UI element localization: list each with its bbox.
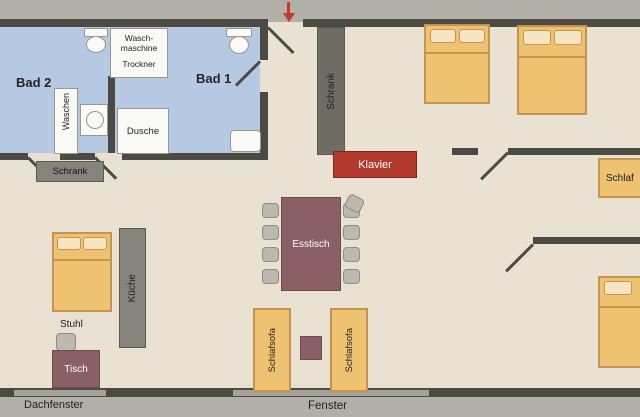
closet-hall: Schrank (36, 161, 104, 182)
dusche-label: Dusche (126, 125, 160, 137)
washbasin-circle-icon (86, 111, 104, 129)
wall-right-upper-a (452, 148, 478, 155)
shower-box: Dusche (117, 108, 169, 154)
wall-top-left (0, 19, 268, 27)
sleeper-sofa-left: Schlafsofa (253, 308, 291, 392)
wall-bath-bottom-a (0, 153, 28, 160)
wall-bath-bottom-c (122, 153, 268, 160)
wall-right-lower (533, 237, 640, 244)
washing-strip: Waschen (54, 88, 78, 154)
esstisch-label: Esstisch (292, 238, 330, 250)
wall-right-upper-b (508, 148, 640, 155)
schlafsofa-rechts-label: Schlafsofa (343, 327, 355, 373)
wall-top-right (303, 19, 640, 27)
bed-top-right (517, 25, 587, 115)
waschen-label: Waschen (61, 93, 71, 131)
piano: Klavier (333, 151, 417, 178)
toilet-bowl-bad1-icon (229, 36, 249, 54)
trockner-label: Trockner (122, 59, 156, 69)
roof-window-segment (14, 390, 106, 396)
pillow-icon (57, 237, 81, 250)
dining-chair-icon (262, 225, 279, 240)
bed-fold-line (426, 52, 488, 54)
kitchen-unit: Küche (119, 228, 146, 348)
wall-bath-right-upper (260, 27, 268, 60)
bed-top-center (424, 24, 490, 104)
wall-bath-bottom-b (60, 153, 95, 160)
dining-chair-icon (343, 269, 360, 284)
schlafsofa-links-label: Schlafsofa (266, 327, 278, 373)
dining-chair-icon (343, 247, 360, 262)
stuhl-label: Stuhl (60, 319, 83, 330)
bed-bottom-left (52, 232, 112, 312)
room-label-bad2: Bad 2 (16, 75, 52, 90)
chair-icon (56, 333, 76, 351)
dachfenster-label: Dachfenster (24, 399, 84, 411)
fenster-label: Fenster (308, 400, 347, 412)
sleeper-sofa-right: Schlafsofa (330, 308, 368, 392)
pillow-icon (83, 237, 107, 250)
pillow-icon (604, 281, 632, 295)
coffee-table (300, 336, 322, 360)
dining-chair-icon (262, 203, 279, 218)
waschmaschine-label-line2: maschine (120, 43, 158, 53)
bed-bottom-right (598, 276, 640, 368)
toilet-bowl-bad2-icon (86, 36, 106, 53)
dining-table: Esstisch (281, 197, 341, 291)
bed-fold-line (519, 56, 585, 58)
pillow-icon (430, 29, 456, 43)
schrank-flur-label: Schrank (52, 166, 88, 177)
wall-bath-right-lower (260, 92, 268, 153)
schrank-mitte-label: Schrank (325, 72, 337, 110)
bed-fold-line (54, 259, 110, 261)
pillow-icon (554, 30, 582, 45)
sink-bad1-icon (230, 130, 261, 152)
klavier-label: Klavier (358, 158, 392, 171)
kueche-label: Küche (127, 273, 138, 303)
entrance-arrowhead-icon (283, 13, 295, 22)
sleeper-right-edge: Schlaf (598, 158, 640, 198)
tisch-label: Tisch (64, 363, 88, 375)
dining-chair-icon (343, 225, 360, 240)
closet-center: Schrank (317, 27, 345, 155)
room-label-bad1: Bad 1 (196, 71, 232, 86)
window-segment (233, 390, 429, 396)
waschmaschine-label-line1: Wasch- (124, 33, 154, 43)
small-table: Tisch (52, 350, 100, 388)
dining-chair-icon (262, 269, 279, 284)
washbasin-icon (80, 104, 108, 136)
wall-bath-divider (108, 76, 115, 153)
pillow-icon (523, 30, 551, 45)
schlaf-rechts-label: Schlaf (606, 172, 634, 184)
pillow-icon (459, 29, 485, 43)
bed-fold-line (600, 306, 640, 308)
washer-dryer-box: Wasch- maschine Trockner (110, 28, 168, 78)
entrance-arrow-icon (287, 2, 290, 14)
dining-chair-icon (262, 247, 279, 262)
